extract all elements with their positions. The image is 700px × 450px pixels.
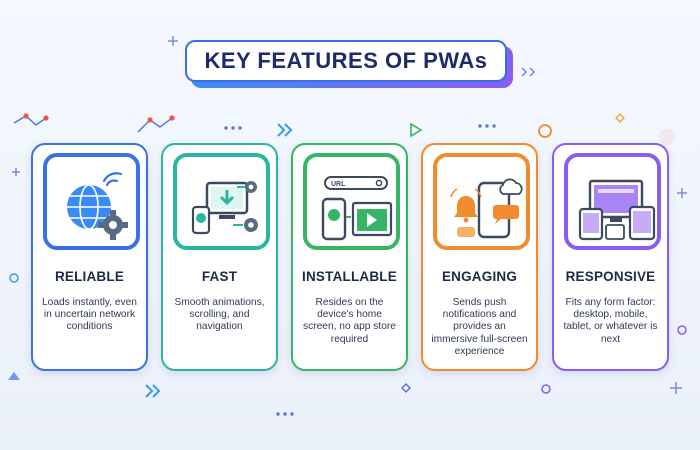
reliable-icon-box	[43, 153, 140, 250]
responsive-icon-box	[564, 153, 661, 250]
download-gears-icon	[191, 181, 258, 235]
multi-device-icon	[578, 179, 656, 241]
installable-icon-box: URL	[303, 153, 400, 250]
feature-desc-responsive: Fits any form factor: desktop, mobile, t…	[563, 297, 658, 345]
feature-title-engaging: ENGAGING	[441, 269, 518, 284]
globe-gear-icon	[67, 172, 128, 240]
feature-card-engaging: ENGAGING Sends push notifications and pr…	[421, 143, 538, 371]
feature-title-responsive: RESPONSIVE	[565, 269, 656, 284]
bell-notification-icon	[450, 178, 523, 239]
feature-desc-reliable: Loads instantly, even in uncertain netwo…	[42, 297, 137, 333]
page-title: KEY FEATURES OF PWAs	[204, 48, 488, 73]
feature-card-reliable: RELIABLE Loads instantly, even in uncert…	[31, 143, 148, 371]
feature-title-installable: INSTALLABLE	[302, 269, 397, 284]
title-box: KEY FEATURES OF PWAs	[185, 40, 507, 82]
feature-card-responsive: RESPONSIVE Fits any form factor: desktop…	[552, 143, 669, 371]
feature-card-installable: URL INSTALLABLE Resides on the device's …	[291, 143, 408, 371]
feature-desc-fast: Smooth animations, scrolling, and naviga…	[174, 297, 265, 333]
feature-desc-installable: Resides on the device's home screen, no …	[303, 297, 396, 345]
feature-card-fast: FAST Smooth animations, scrolling, and n…	[161, 143, 278, 371]
fast-icon-box	[173, 153, 270, 250]
engaging-icon-box	[433, 153, 530, 250]
feature-title-reliable: RELIABLE	[54, 269, 125, 284]
feature-title-fast: FAST	[201, 269, 238, 284]
title-banner: KEY FEATURES OF PWAs	[185, 40, 515, 90]
feature-desc-engaging: Sends push notifications and provides an…	[431, 297, 528, 357]
phone-browser-icon: URL	[321, 176, 393, 241]
url-label: URL	[331, 181, 346, 188]
